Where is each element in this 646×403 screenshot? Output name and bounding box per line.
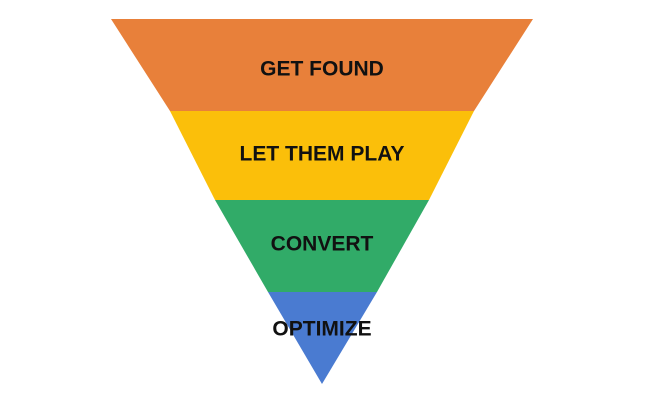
funnel-stage-optimize: [268, 292, 377, 384]
funnel-label-convert: CONVERT: [271, 233, 374, 256]
funnel-stage-get-found: [111, 19, 533, 111]
funnel-stage-convert: [215, 200, 429, 292]
funnel-stage-let-them-play: [170, 111, 474, 200]
funnel-label-let-them-play: LET THEM PLAY: [240, 143, 405, 166]
funnel-label-optimize: OPTIMIZE: [272, 318, 371, 341]
funnel-label-get-found: GET FOUND: [260, 58, 384, 81]
